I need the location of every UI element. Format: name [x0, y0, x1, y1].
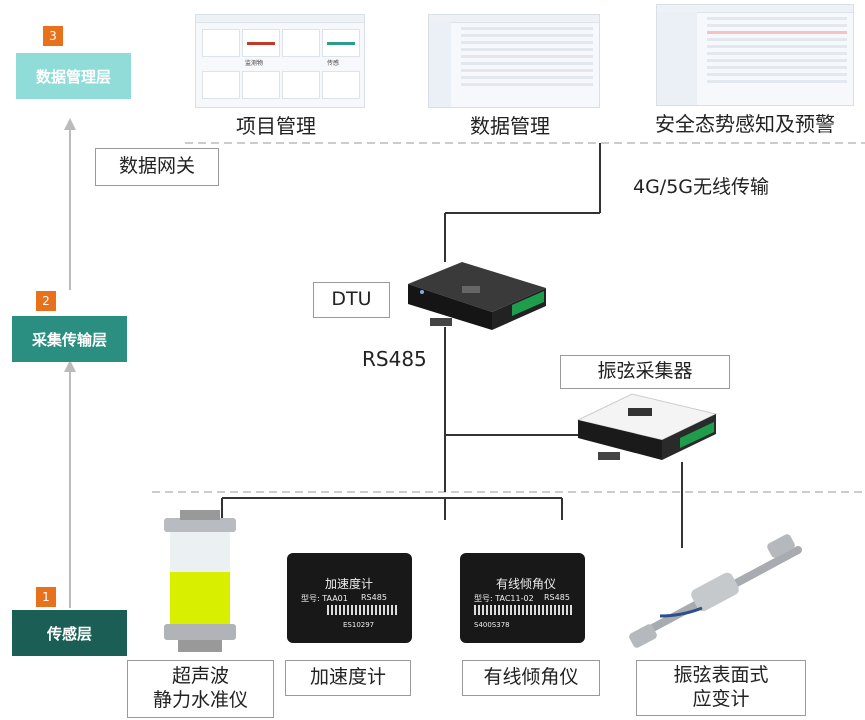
dtu-device — [400, 258, 548, 332]
dtu-device-icon — [408, 262, 546, 330]
accelerometer-device-title: 加速度计 — [325, 577, 374, 591]
safety-warning-label: 安全态势感知及预警 — [655, 112, 835, 136]
sensing-layer: 传感层 — [12, 610, 127, 656]
level-gauge-icon — [164, 510, 236, 652]
layer-arrow-upper-head — [64, 118, 76, 130]
strain-gauge-icon — [629, 534, 802, 648]
project-management-label: 项目管理 — [236, 114, 316, 138]
accelerometer-barcode — [327, 605, 399, 615]
layer-3-number: 3 — [43, 26, 63, 46]
strain-gauge-label-line1: 振弦表面式 — [673, 664, 769, 687]
data-gateway-box: 数据网关 — [95, 148, 219, 186]
shot-word-1: 监测物 — [245, 60, 264, 67]
accelerometer-model: 型号: TAA01 — [301, 594, 348, 603]
layer-arrow-lower-head — [64, 360, 76, 372]
inclinometer-bus: RS485 — [544, 593, 570, 602]
collection-transmission-layer: 采集传输层 — [12, 316, 127, 362]
layer-2-number: 2 — [36, 291, 56, 311]
wireless-label: 4G/5G无线传输 — [633, 176, 770, 198]
accelerometer-device: 加速度计 型号: TAA01 RS485 ES10297 — [287, 553, 412, 643]
inclinometer-barcode — [474, 605, 572, 615]
rs485-label: RS485 — [362, 347, 427, 371]
data-management-layer: 数据管理层 — [16, 53, 131, 99]
level-gauge-label-line1: 超声波 — [171, 665, 229, 688]
data-management-screenshot — [428, 14, 600, 108]
collector-device — [570, 388, 718, 464]
data-management-label: 数据管理 — [470, 114, 550, 138]
safety-warning-screenshot — [656, 4, 854, 106]
collector-box: 振弦采集器 — [560, 355, 730, 389]
accelerometer-box: 加速度计 — [285, 660, 411, 696]
strain-gauge-label-line2: 应变计 — [692, 688, 750, 710]
accelerometer-bus: RS485 — [361, 593, 387, 602]
layer-1-number: 1 — [36, 587, 56, 607]
level-gauge-label-line2: 静力水准仪 — [152, 689, 248, 711]
level-gauge-box: 超声波 静力水准仪 — [127, 660, 274, 718]
collector-device-icon — [576, 393, 718, 460]
inclinometer-box: 有线倾角仪 — [462, 660, 600, 696]
inclinometer-device-title: 有线倾角仪 — [496, 577, 557, 591]
inclinometer-device: 有线倾角仪 型号: TAC11-02 RS485 S400S378 — [460, 553, 585, 643]
project-management-screenshot: 监测物 传感 — [195, 14, 365, 108]
strain-gauge-device — [622, 532, 812, 652]
inclinometer-model: 型号: TAC11-02 — [474, 594, 534, 603]
shot-word-2: 传感 — [327, 60, 340, 67]
strain-gauge-box: 振弦表面式 应变计 — [636, 660, 806, 716]
dtu-box: DTU — [313, 282, 390, 318]
inclinometer-serial: S400S378 — [474, 621, 510, 629]
level-gauge-device — [160, 510, 240, 660]
accelerometer-serial: ES10297 — [343, 621, 375, 629]
